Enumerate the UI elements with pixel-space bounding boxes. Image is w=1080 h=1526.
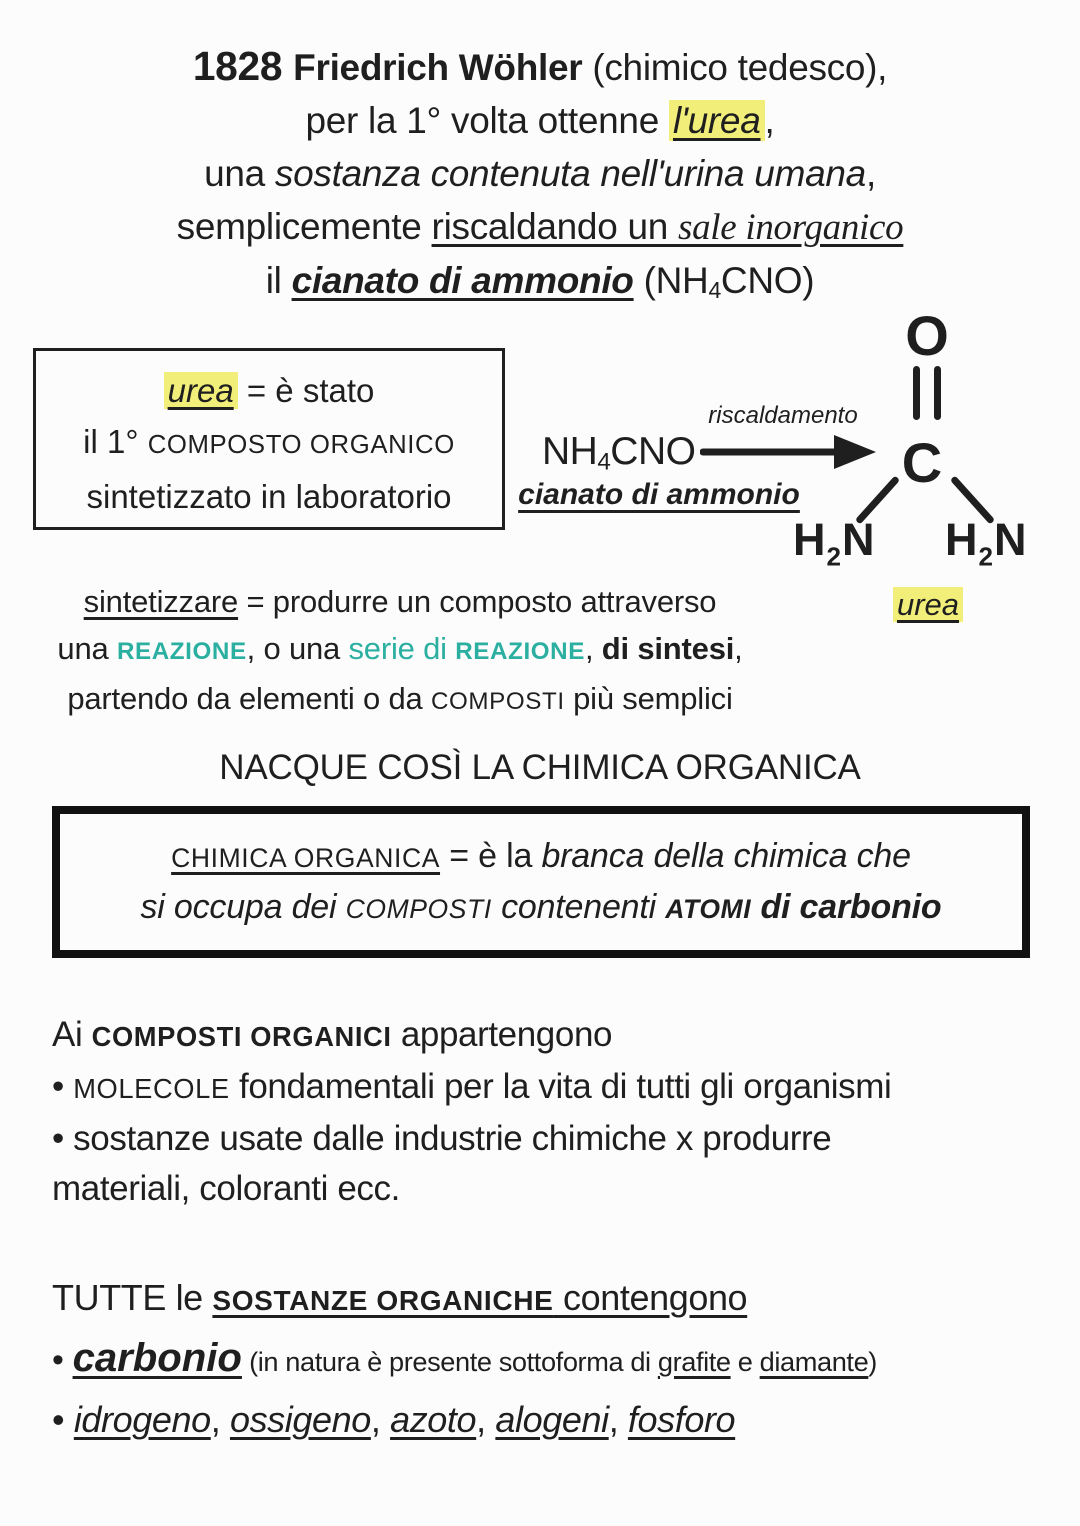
- body-line: materiali, coloranti ecc.: [52, 1169, 400, 1208]
- definition-line: sintetizzare = produrre un composto attr…: [83, 584, 717, 619]
- title-line: 1828 Friedrich Wöhler (chimico tedesco),: [192, 43, 888, 89]
- title-line: per la 1° volta ottenne l'urea,: [305, 100, 775, 141]
- bullet-line: • idrogeno, ossigeno, azoto, alogeni, fo…: [52, 1399, 736, 1440]
- double-bond-icon: [934, 366, 941, 420]
- carbon-atom-label: C: [901, 431, 943, 494]
- title-line: una sostanza contenuta nell'urina umana,: [204, 153, 876, 194]
- organic-substances-section: TUTTE le SOSTANZE ORGANICHE contengono •…: [52, 1270, 1052, 1449]
- sintetizzare-definition: sintetizzare = produrre un composto attr…: [10, 578, 790, 725]
- amine-group-label: H2N: [945, 514, 1028, 572]
- oxygen-atom-label: O: [905, 304, 949, 367]
- body-line: Ai COMPOSTI ORGANICI appartengono: [52, 1015, 613, 1054]
- title-paragraph: 1828 Friedrich Wöhler (chimico tedesco),…: [0, 40, 1080, 317]
- reaction-condition-label: riscaldamento: [708, 402, 858, 429]
- body-line: TUTTE le SOSTANZE ORGANICHE contengono: [52, 1277, 748, 1318]
- reagent-caption: cianato di ammonio: [518, 478, 800, 511]
- definition-line: partendo da elementi o da COMPOSTI più s…: [67, 681, 733, 716]
- reaction-arrow-icon: [699, 430, 880, 474]
- reagent-formula: NH4CNO: [542, 430, 696, 476]
- urea-definition-box: urea = è stato il 1° COMPOSTO ORGANICO s…: [33, 348, 505, 530]
- definition-line: una REAZIONE, o una serie di REAZIONE, d…: [57, 631, 743, 666]
- organic-chemistry-box: CHIMICA ORGANICA = è la branca della chi…: [52, 806, 1030, 958]
- amine-group-label: H2N: [793, 514, 876, 572]
- urea-box-line: sintetizzato in laboratorio: [86, 478, 452, 515]
- double-bond-icon: [913, 366, 920, 420]
- organic-box-line: CHIMICA ORGANICA = è la branca della chi…: [171, 837, 911, 875]
- title-line: semplicemente riscaldando un sale inorga…: [176, 206, 904, 248]
- urea-box-line: urea = è stato: [36, 365, 502, 416]
- section-heading: NACQUE COSÌ LA CHIMICA ORGANICA: [219, 748, 861, 787]
- bullet-line: • MOLECOLE fondamentali per la vita di t…: [52, 1067, 892, 1106]
- organic-box-line: si occupa dei COMPOSTI contenenti ATOMI …: [140, 888, 942, 926]
- organic-compounds-section: Ai COMPOSTI ORGANICI appartengono • MOLE…: [52, 1010, 1042, 1214]
- bullet-line: • sostanze usate dalle industrie chimich…: [52, 1119, 832, 1158]
- structure-caption: urea: [872, 587, 984, 623]
- bullet-line: • carbonio (in natura è presente sottofo…: [52, 1335, 877, 1380]
- urea-box-line: il 1° COMPOSTO ORGANICO: [83, 423, 455, 460]
- title-line: il cianato di ammonio (NH4CNO): [265, 260, 815, 304]
